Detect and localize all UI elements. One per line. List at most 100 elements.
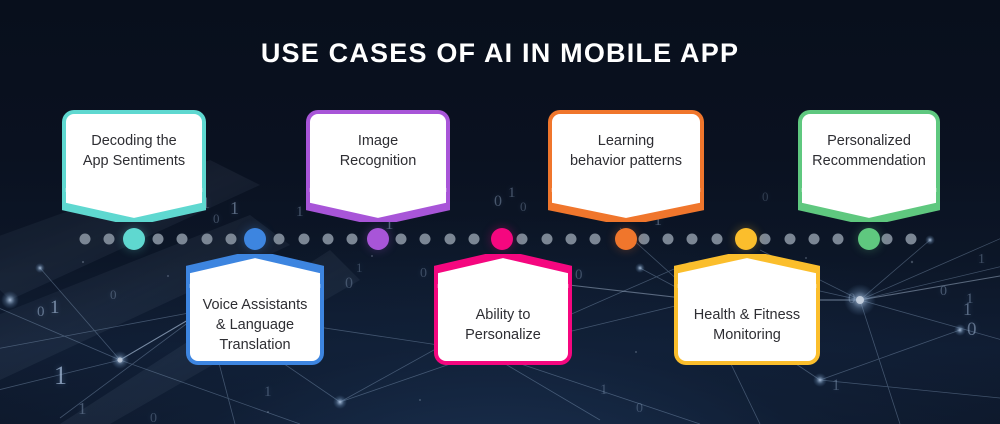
binary-digit: 0 xyxy=(213,211,220,226)
timeline-dot xyxy=(322,233,334,245)
timeline-marker-decoding-app-sentiments[interactable] xyxy=(123,228,145,250)
binary-digit: 0 xyxy=(940,284,947,299)
binary-digit: 0 xyxy=(762,189,769,204)
card-label-line: Recognition xyxy=(339,153,417,169)
timeline-dot xyxy=(444,233,456,245)
card-label-line: behavior patterns xyxy=(569,153,683,169)
binary-digit: 0 xyxy=(345,275,353,292)
binary-digit: 1 xyxy=(508,185,516,201)
card-label-line: Learning xyxy=(597,133,655,149)
binary-digit: 1 xyxy=(54,361,67,390)
timeline-dot-row xyxy=(0,228,1000,250)
card-pointer-tip xyxy=(548,188,704,222)
card-label-line: Translation xyxy=(219,336,291,353)
timeline-marker-health-fitness-monitoring[interactable] xyxy=(735,228,757,250)
timeline-marker-voice-assistants[interactable] xyxy=(244,228,266,250)
timeline-dot xyxy=(711,233,723,245)
card-learning-behavior-patterns[interactable]: Learning behavior patterns xyxy=(548,110,704,222)
card-ability-to-personalize[interactable]: Ability to Personalize xyxy=(434,254,572,365)
timeline-dot xyxy=(298,233,310,245)
timeline-dot xyxy=(273,233,285,245)
timeline-dot xyxy=(103,233,115,245)
card-label-line: Personalize xyxy=(465,326,541,343)
timeline-marker-learning-behavior-patterns[interactable] xyxy=(615,228,637,250)
binary-digit: 1 xyxy=(296,204,304,220)
card-label-line: Monitoring xyxy=(713,326,781,343)
card-label-line: Voice Assistants xyxy=(202,296,308,313)
timeline-dot xyxy=(346,233,358,245)
card-label: Ability to Personalize xyxy=(457,305,549,345)
timeline-dot xyxy=(468,233,480,245)
timeline-dot xyxy=(662,233,674,245)
card-label-line: Image xyxy=(357,133,399,149)
timeline-dot xyxy=(784,233,796,245)
binary-digit: 0 xyxy=(110,287,117,302)
binary-digit: 1 xyxy=(50,297,60,318)
card-label-line: Health & Fitness xyxy=(693,306,801,323)
binary-digit: 1 xyxy=(966,291,974,307)
binary-digit: 0 xyxy=(150,411,157,424)
binary-digit: 0 xyxy=(420,266,427,281)
card-pointer-tip xyxy=(798,188,940,222)
timeline-dot xyxy=(589,233,601,245)
timeline-dot xyxy=(686,233,698,245)
timeline-dot xyxy=(565,233,577,245)
binary-digit: 1 xyxy=(600,382,608,398)
binary-digit: 0 xyxy=(967,319,977,340)
card-label-line: Personalized xyxy=(827,133,911,149)
binary-digit: 0 xyxy=(575,267,583,283)
binary-digit: 0 xyxy=(636,401,643,416)
card-label-line: Decoding the xyxy=(91,133,177,149)
timeline-dot xyxy=(152,233,164,245)
timeline-marker-ability-to-personalize[interactable] xyxy=(491,228,513,250)
card-label: Learning behavior patterns xyxy=(562,131,690,171)
timeline-dot xyxy=(395,233,407,245)
card-label-line: Ability to xyxy=(475,306,531,323)
card-pointer-tip xyxy=(62,188,206,222)
timeline-dot xyxy=(176,233,188,245)
timeline-dot xyxy=(541,233,553,245)
card-pointer-tip xyxy=(306,188,450,222)
timeline-dot xyxy=(516,233,528,245)
timeline-marker-image-recognition[interactable] xyxy=(367,228,389,250)
binary-digit: 1 xyxy=(230,198,239,218)
timeline-dot xyxy=(905,233,917,245)
timeline-dot xyxy=(201,233,213,245)
page-title: USE CASES OF AI IN MOBILE APP xyxy=(260,38,740,68)
binary-digit: 0 xyxy=(520,199,527,214)
binary-digit: 0 xyxy=(848,291,856,307)
timeline-dot xyxy=(832,233,844,245)
timeline-dot xyxy=(225,233,237,245)
timeline-dot xyxy=(759,233,771,245)
binary-digit: 0 xyxy=(494,193,502,210)
timeline-dot xyxy=(419,233,431,245)
binary-digit: 1 xyxy=(832,377,840,394)
binary-digit: 1 xyxy=(356,260,363,275)
card-label-line: Recommendation xyxy=(812,153,926,169)
binary-digit: 1 xyxy=(963,299,972,319)
binary-digit: 0 xyxy=(37,304,45,320)
card-label-line: & Language xyxy=(215,316,295,333)
timeline-dot xyxy=(808,233,820,245)
card-pointer-tip xyxy=(674,254,820,288)
timeline-marker-personalized-recommendation[interactable] xyxy=(858,228,880,250)
card-label-line: App Sentiments xyxy=(82,153,186,169)
timeline-dot xyxy=(638,233,650,245)
binary-digit: 1 xyxy=(78,399,87,418)
timeline-dot xyxy=(79,233,91,245)
timeline-dot xyxy=(881,233,893,245)
binary-digit: 1 xyxy=(264,384,272,400)
card-pointer-tip xyxy=(186,254,324,288)
card-pointer-tip xyxy=(434,254,572,288)
